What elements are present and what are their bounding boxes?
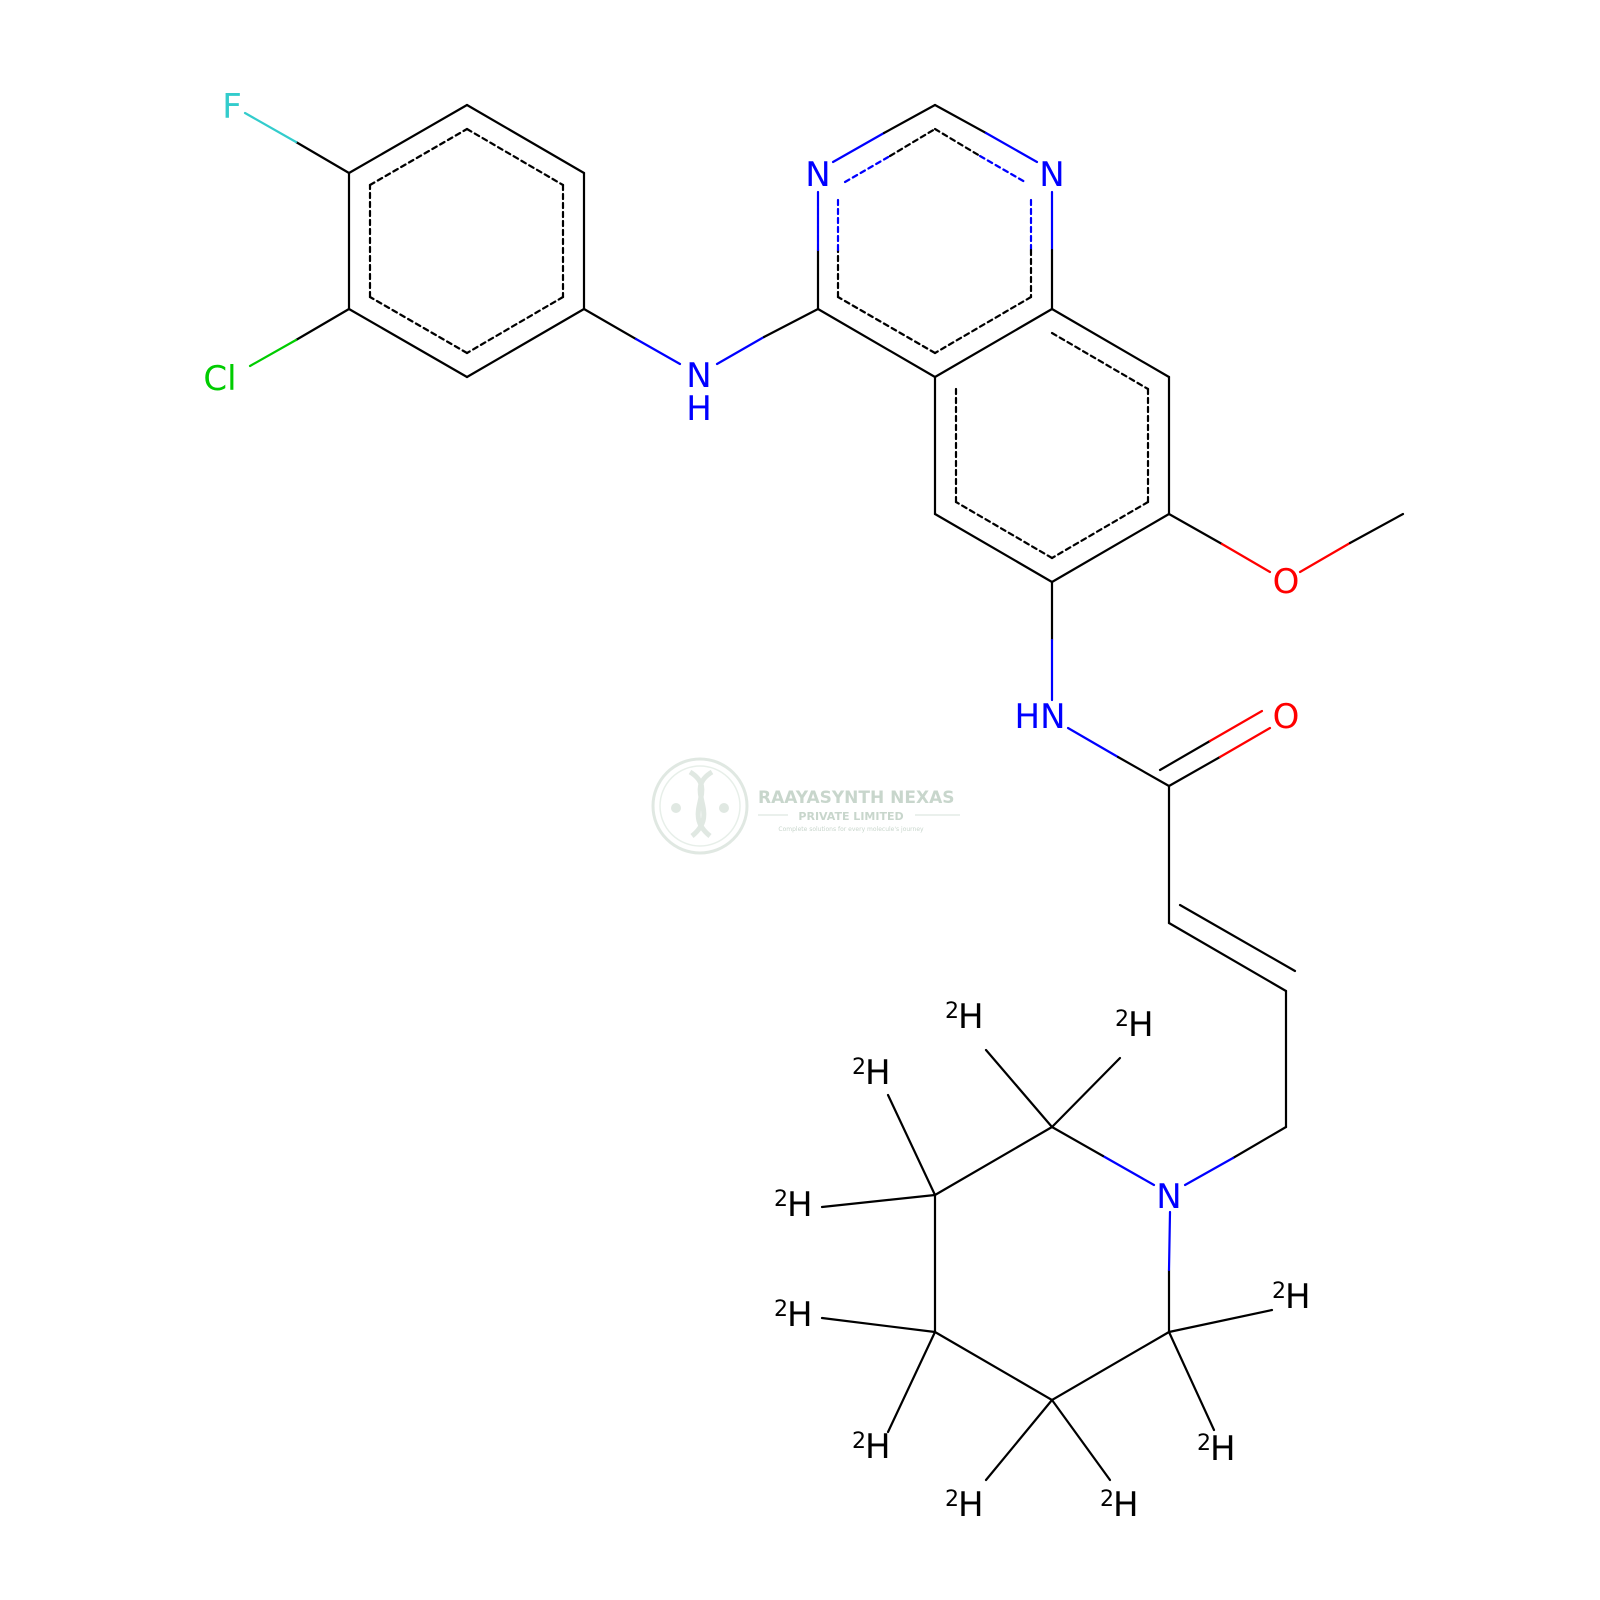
bonds xyxy=(243,103,1405,1482)
svg-text:H: H xyxy=(787,1295,813,1335)
svg-text:H: H xyxy=(1113,1485,1139,1525)
svg-text:H: H xyxy=(1210,1429,1236,1469)
deuterium-label: 2 H xyxy=(1115,1005,1154,1045)
piperidine-ring xyxy=(933,1125,1172,1402)
fluorine-label: F xyxy=(222,87,242,127)
atom-labels: F Cl N H N N O HN O N xyxy=(203,87,1299,1217)
svg-text:2: 2 xyxy=(774,1297,788,1322)
amide-nh-label: HN xyxy=(1015,697,1066,737)
svg-text:2: 2 xyxy=(1197,1431,1211,1456)
deuterium-label: 2 H xyxy=(852,1053,891,1093)
svg-text:H: H xyxy=(865,1427,891,1467)
watermark-sub: PRIVATE LIMITED xyxy=(798,810,903,823)
deuterium-label: 2 H xyxy=(945,997,984,1037)
phenyl-ring xyxy=(347,103,586,379)
svg-text:H: H xyxy=(958,1485,984,1525)
svg-text:H: H xyxy=(1128,1005,1154,1045)
pyrimidine-ring xyxy=(816,103,1054,379)
deuterium-label: 2 H xyxy=(1100,1485,1139,1525)
deuterium-label: 2 H xyxy=(945,1485,984,1525)
deuterium-labels: 2 H 2 H 2 H 2 H 2 H 2 H 2 H 2 H xyxy=(774,997,1311,1525)
benzo-ring xyxy=(933,307,1171,584)
svg-text:H: H xyxy=(958,997,984,1037)
watermark-company: RAAYASYNTH NEXAS xyxy=(758,788,955,808)
svg-text:H: H xyxy=(1285,1277,1311,1317)
svg-text:2: 2 xyxy=(774,1187,788,1212)
deuterium-bonds xyxy=(820,1048,1274,1482)
svg-text:H: H xyxy=(865,1053,891,1093)
watermark-tagline: Complete solutions for every molecule's … xyxy=(778,826,924,833)
quinazoline-n3-label: N xyxy=(1039,155,1064,195)
svg-text:2: 2 xyxy=(852,1429,866,1454)
piperidine-n-label: N xyxy=(1156,1177,1181,1217)
deuterium-label: 2 H xyxy=(852,1427,891,1467)
svg-text:2: 2 xyxy=(1100,1487,1114,1512)
deuterium-label: 2 H xyxy=(774,1185,813,1225)
svg-text:2: 2 xyxy=(1115,1007,1129,1032)
deuterium-label: 2 H xyxy=(1197,1429,1236,1469)
watermark-logo xyxy=(651,757,749,855)
quinazoline-n1-label: N xyxy=(805,155,830,195)
chlorine-label: Cl xyxy=(203,359,236,399)
aniline-n-label: N xyxy=(686,356,711,396)
deuterium-label: 2 H xyxy=(774,1295,813,1335)
svg-text:2: 2 xyxy=(852,1055,866,1080)
carbonyl-o-label: O xyxy=(1273,697,1300,737)
deuterium-label: 2 H xyxy=(1272,1277,1311,1317)
svg-text:2: 2 xyxy=(945,999,959,1024)
svg-text:2: 2 xyxy=(1272,1279,1286,1304)
svg-text:2: 2 xyxy=(945,1487,959,1512)
aniline-h-label: H xyxy=(686,389,712,429)
methoxy-o-label: O xyxy=(1273,562,1300,602)
svg-text:H: H xyxy=(787,1185,813,1225)
